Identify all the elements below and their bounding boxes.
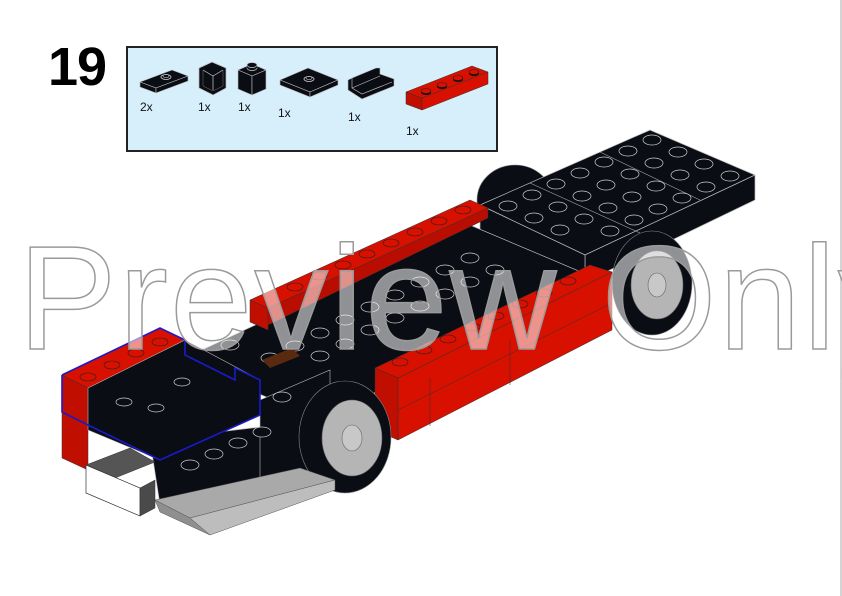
rear-wheel-right-icon — [611, 230, 693, 336]
red-side-rail-lower — [374, 264, 613, 441]
red-side-rail-upper — [249, 199, 489, 331]
part-quantity: 2x — [140, 100, 153, 114]
part-quantity: 1x — [406, 124, 419, 138]
panel-corner-1x1-icon — [196, 60, 230, 98]
part-quantity: 1x — [348, 110, 361, 124]
step-number: 19 — [48, 37, 107, 97]
front-wheel-icon — [298, 380, 392, 494]
brick-1x4-icon — [404, 62, 490, 112]
front-grey-plate — [154, 467, 336, 536]
part-quantity: 1x — [198, 100, 211, 114]
brick-1x1-icon — [236, 60, 268, 98]
part-quantity: 1x — [278, 106, 291, 120]
panel-1x2-icon — [346, 66, 396, 102]
parts-list-callout: 2x 1x 1x 1x — [126, 46, 498, 152]
plate-2x2-jumper-icon — [278, 64, 340, 100]
plate-1x2-jumper-icon — [138, 66, 190, 96]
page-edge-divider — [840, 0, 842, 596]
front-bumper-assembly — [61, 327, 261, 517]
part-quantity: 1x — [238, 100, 251, 114]
